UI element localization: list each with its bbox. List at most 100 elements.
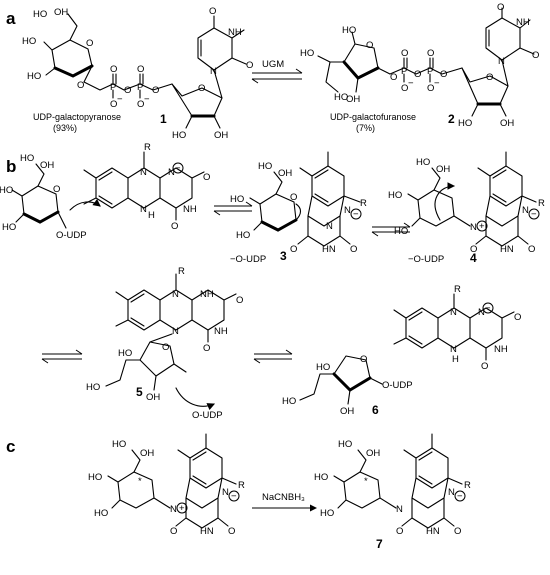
charge-minus: − xyxy=(408,78,414,89)
atom-o: O xyxy=(86,38,93,49)
atom-r: R xyxy=(538,198,545,209)
atom-n: N xyxy=(448,487,455,498)
atom-o: O xyxy=(228,526,235,537)
atom-o: O xyxy=(486,72,493,83)
charge-minus: − xyxy=(434,78,440,89)
atom-o: O xyxy=(171,221,178,232)
atom-oh: OH xyxy=(140,448,154,459)
atom-o: O xyxy=(401,48,408,59)
atom-hn: HN xyxy=(322,244,336,255)
atom-o: O xyxy=(152,85,159,96)
atom-o: O xyxy=(470,244,477,255)
atom-o: O xyxy=(427,48,434,59)
sugar-chain-4 xyxy=(407,167,471,227)
compound-number-5: 5 xyxy=(136,385,143,399)
atom-oh: OH xyxy=(340,406,354,417)
atom-oh: OH xyxy=(436,164,450,175)
reagent-ugm: UGM xyxy=(262,59,284,70)
charge-minus: − xyxy=(144,94,150,105)
compound-number-3: 3 xyxy=(280,249,287,263)
charge-minus: − xyxy=(231,491,237,502)
atom-nh: NH xyxy=(200,289,214,300)
atom-oh: HO xyxy=(172,130,186,141)
atom-r: R xyxy=(178,266,185,277)
atom-n: N xyxy=(168,167,175,178)
atom-o: O xyxy=(137,99,144,110)
flavin-7 xyxy=(401,433,463,529)
charge-minus: − xyxy=(353,209,359,220)
atom-oh: HO xyxy=(88,472,102,483)
atom-oh: HO xyxy=(0,185,13,196)
equilibrium-arrow-reverse xyxy=(251,78,302,84)
atom-n: N xyxy=(470,222,477,233)
atom-oh: OH xyxy=(346,94,360,105)
atom-oh: HO xyxy=(282,396,296,407)
atom-n: N xyxy=(170,504,177,515)
uridine-1 xyxy=(171,15,247,129)
equilibrium-arrow-forward xyxy=(254,349,293,355)
atom-o: O xyxy=(366,40,373,51)
atom-o: O xyxy=(77,80,84,91)
flavin-c-start xyxy=(175,433,237,529)
atom-hn: HN xyxy=(200,526,214,537)
flavin-4 xyxy=(475,151,537,247)
atom-n: N xyxy=(396,504,403,515)
atom-n: N xyxy=(450,307,457,318)
compound-number-2: 2 xyxy=(448,112,455,126)
atom-o: O xyxy=(209,6,216,17)
atom-oh: HO xyxy=(388,190,402,201)
atom-oh: HO xyxy=(86,382,100,393)
atom-h: H xyxy=(452,354,459,365)
equilibrium-arrow-reverse xyxy=(253,358,292,364)
atom-o: O xyxy=(137,64,144,75)
atom-r: R xyxy=(360,198,367,209)
diphosphate-chain xyxy=(389,57,463,83)
charge-minus: − xyxy=(175,163,181,174)
charge-circle-minus xyxy=(482,302,494,314)
atom-oh: HO xyxy=(342,25,356,36)
atom-r: R xyxy=(454,284,461,295)
atom-r: R xyxy=(238,480,245,491)
atom-oh: HO xyxy=(230,194,244,205)
compound-name-2: UDP-galactofuranose xyxy=(330,112,416,122)
atom-oh: OH xyxy=(54,7,68,18)
compound-name-1: UDP-galactopyranose xyxy=(33,112,121,122)
atom-oh: HO xyxy=(33,9,47,20)
atom-n: N xyxy=(140,167,147,178)
atom-o: O xyxy=(110,64,117,75)
atom-hn: HN xyxy=(426,526,440,537)
atom-o: O xyxy=(360,354,367,365)
atom-h: H xyxy=(148,210,155,221)
atom-o: O xyxy=(532,50,539,61)
atom-o: O xyxy=(401,83,408,94)
atom-p: P xyxy=(427,66,433,77)
panel-label-a: a xyxy=(6,9,16,28)
atom-o: O xyxy=(53,184,60,195)
atom-r: R xyxy=(144,142,151,153)
atom-nh: NH xyxy=(183,204,197,215)
atom-nh: NH xyxy=(516,17,530,28)
atom-o: O xyxy=(396,526,403,537)
equilibrium-arrow-forward xyxy=(214,201,253,207)
compound-number-7: 7 xyxy=(376,537,383,551)
charge-circle-minus xyxy=(172,162,184,174)
atom-o: O xyxy=(236,295,243,306)
atom-oh: HO xyxy=(458,118,472,129)
atom-o: O xyxy=(162,342,169,353)
equilibrium-arrow-forward xyxy=(372,222,411,228)
atom-oudp: O-UDP xyxy=(192,410,223,421)
atom-oh: HO xyxy=(2,222,16,233)
atom-o: O xyxy=(454,526,461,537)
atom-o: O xyxy=(528,244,535,255)
compound-number-4: 4 xyxy=(470,251,477,265)
atom-nh: NH xyxy=(228,27,242,38)
sugar-chain-c-start xyxy=(107,449,171,509)
charge-plus: + xyxy=(179,503,185,514)
flavin-3 xyxy=(297,151,361,247)
atom-oh: HO xyxy=(316,362,330,373)
atom-r: R xyxy=(464,480,471,491)
atom-oudp: O-UDP xyxy=(382,380,413,391)
atom-oh: HO xyxy=(27,71,41,82)
atom-n: N xyxy=(222,487,229,498)
charge-minus: − xyxy=(485,303,491,314)
